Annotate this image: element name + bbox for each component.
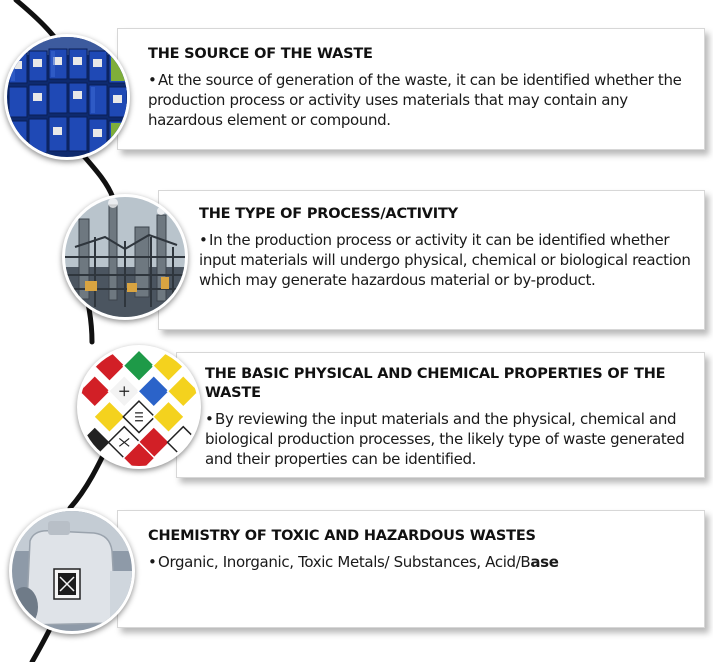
step-card-process: THE TYPE OF PROCESS/ACTIVITY •In the pro…	[158, 190, 705, 330]
step-title: THE TYPE OF PROCESS/ACTIVITY	[199, 206, 458, 222]
step-text: •At the source of generation of the wast…	[148, 70, 694, 130]
step-title: THE SOURCE OF THE WASTE	[148, 46, 373, 62]
chemical-containers-photo-icon	[9, 508, 135, 634]
industrial-plant-photo-icon	[62, 194, 188, 320]
step-body-bold: ase	[530, 553, 559, 571]
step-text: •Organic, Inorganic, Toxic Metals/ Subst…	[148, 552, 694, 572]
step-title: CHEMISTRY OF TOXIC AND HAZARDOUS WASTES	[148, 528, 536, 544]
step-text: •By reviewing the input materials and th…	[205, 409, 696, 469]
step-card-properties: THE BASIC PHYSICAL AND CHEMICAL PROPERTI…	[176, 352, 705, 478]
bullet-icon: •	[205, 410, 214, 428]
step-text: •In the production process or activity i…	[199, 230, 696, 290]
chemical-drums-photo-icon	[4, 34, 130, 160]
bullet-icon: •	[148, 71, 157, 89]
step-body: In the production process or activity it…	[199, 231, 691, 289]
step-card-source: THE SOURCE OF THE WASTE •At the source o…	[117, 28, 705, 150]
step-title: THE BASIC PHYSICAL AND CHEMICAL PROPERTI…	[205, 366, 666, 401]
hazard-placards-photo-icon	[77, 345, 201, 469]
step-body: Organic, Inorganic, Toxic Metals/ Substa…	[158, 553, 531, 571]
step-card-chemistry: CHEMISTRY OF TOXIC AND HAZARDOUS WASTES …	[117, 510, 705, 628]
bullet-icon: •	[148, 553, 157, 571]
bullet-icon: •	[199, 231, 208, 249]
step-body: By reviewing the input materials and the…	[205, 410, 685, 468]
step-body: At the source of generation of the waste…	[148, 71, 682, 129]
